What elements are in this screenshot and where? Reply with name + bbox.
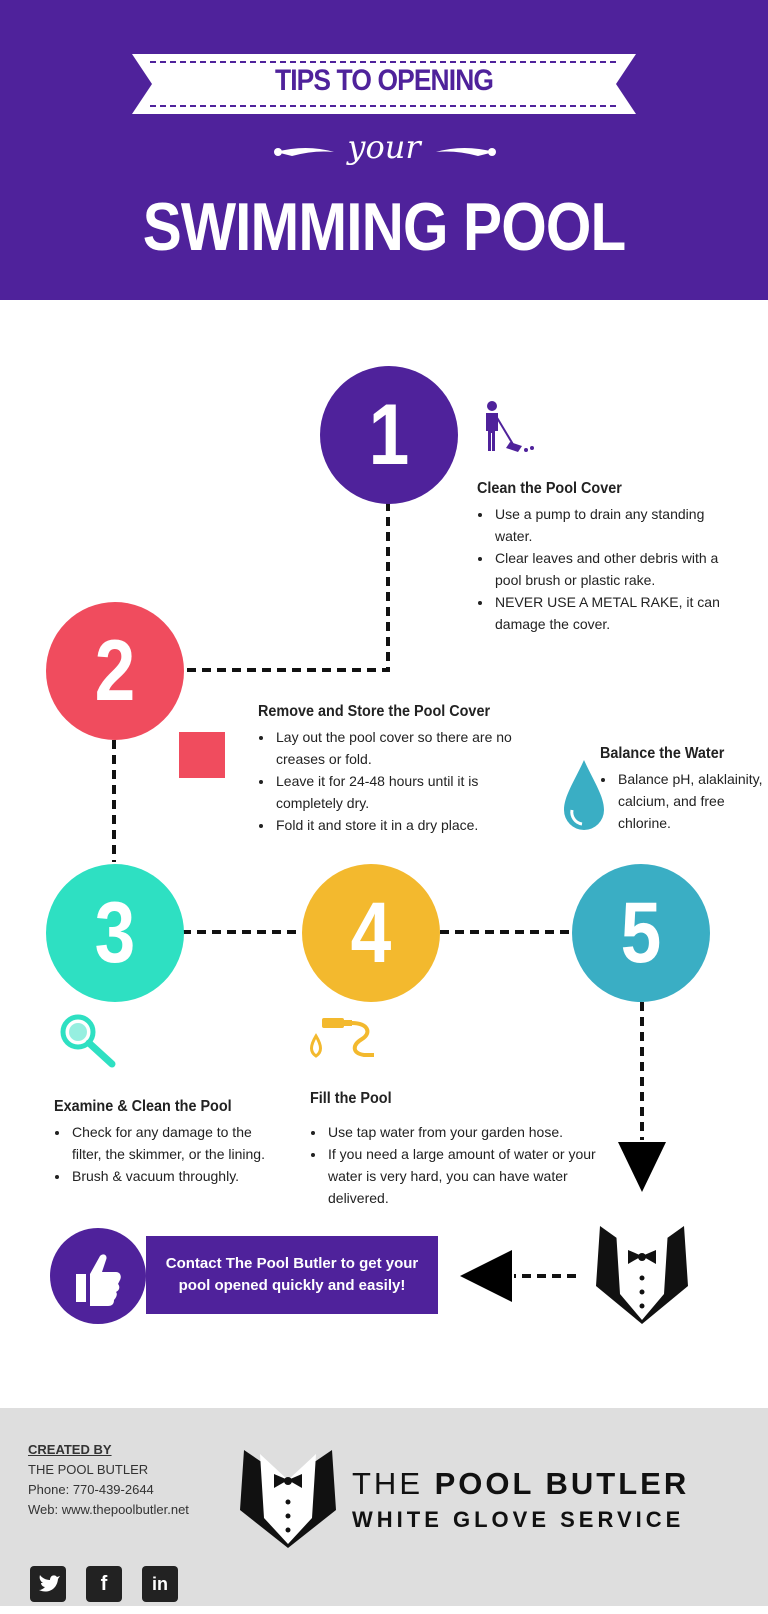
created-by: CREATED BY THE POOL BUTLER Phone: 770-43… xyxy=(28,1440,189,1520)
step-4-title: Fill the Pool xyxy=(310,1090,392,1107)
step-4-circle: 4 xyxy=(302,864,440,1002)
step-2-title: Remove and Store the Pool Cover xyxy=(258,703,491,720)
website-link[interactable]: Web: www.thepoolbutler.net xyxy=(28,1502,189,1517)
linkedin-icon[interactable]: in xyxy=(142,1566,178,1602)
brand-tuxedo-logo xyxy=(240,1450,336,1548)
brand-name-bold: POOL BUTLER xyxy=(434,1466,690,1501)
step-5-circle: 5 xyxy=(572,864,710,1002)
cta-box[interactable]: Contact The Pool Butler to get your pool… xyxy=(146,1236,438,1314)
step-1-bullets: Use a pump to drain any standing water. … xyxy=(477,503,743,635)
footer xyxy=(0,1408,768,1606)
brand-prefix: THE xyxy=(352,1466,435,1501)
step-5-bullet: Balance pH, alaklainity, calcium, and fr… xyxy=(616,768,766,834)
cta-text[interactable]: Contact The Pool Butler to get your pool… xyxy=(165,1255,419,1294)
step-5-title: Balance the Water xyxy=(600,745,725,762)
step-2-circle: 2 xyxy=(46,602,184,740)
header-banner xyxy=(0,0,768,300)
page-title: SWIMMING POOL xyxy=(142,189,626,265)
step-2-bullet: Fold it and store it in a dry place. xyxy=(274,814,544,836)
square-icon xyxy=(179,732,225,778)
step-3-circle: 3 xyxy=(46,864,184,1002)
magnifier-icon xyxy=(60,1014,116,1068)
step-1-bullet: Clear leaves and other debris with a poo… xyxy=(493,547,743,591)
step-1-bullet: Use a pump to drain any standing water. xyxy=(493,503,743,547)
step-2-bullets: Lay out the pool cover so there are no c… xyxy=(258,726,544,836)
ribbon-banner xyxy=(132,54,636,156)
thumbs-up-circle xyxy=(50,1228,146,1324)
created-by-label: CREATED BY xyxy=(28,1442,112,1457)
step-1-bullet: NEVER USE A METAL RAKE, it can damage th… xyxy=(493,591,743,635)
hose-icon xyxy=(310,1018,374,1058)
arrow-left-icon xyxy=(460,1250,512,1302)
step-2-bullet: Lay out the pool cover so there are no c… xyxy=(274,726,544,770)
step-3-bullets: Check for any damage to the filter, the … xyxy=(54,1121,280,1187)
step-3-title: Examine & Clean the Pool xyxy=(54,1098,232,1115)
company-name: THE POOL BUTLER xyxy=(28,1462,149,1477)
tuxedo-icon xyxy=(596,1226,688,1324)
step-3-bullet: Check for any damage to the filter, the … xyxy=(70,1121,280,1165)
brand-name: THE POOL BUTLER xyxy=(352,1466,689,1502)
facebook-icon[interactable]: f xyxy=(86,1566,122,1602)
header-subtitle: your xyxy=(347,128,421,166)
phone-number: Phone: 770-439-2644 xyxy=(28,1482,154,1497)
sweeping-person-icon xyxy=(486,401,534,452)
step-4-bullets: Use tap water from your garden hose. If … xyxy=(310,1121,616,1209)
brand-tagline: WHITE GLOVE SERVICE xyxy=(352,1507,685,1532)
step-4-bullet: If you need a large amount of water or y… xyxy=(326,1143,616,1209)
step-4-bullet: Use tap water from your garden hose. xyxy=(326,1121,616,1143)
ribbon-title: TIPS TO OPENING xyxy=(274,64,494,97)
step-2-bullet: Leave it for 24-48 hours until it is com… xyxy=(274,770,544,814)
step-connectors xyxy=(112,502,666,1302)
water-drop-icon xyxy=(564,760,604,830)
step-3-bullet: Brush & vacuum throughly. xyxy=(70,1165,280,1187)
twitter-icon[interactable] xyxy=(30,1566,66,1602)
thumbs-up-icon xyxy=(76,1254,121,1306)
step-1-title: Clean the Pool Cover xyxy=(477,480,622,497)
step-5-bullets: Balance pH, alaklainity, calcium, and fr… xyxy=(600,768,766,834)
step-1-circle: 1 xyxy=(320,366,458,504)
arrow-down-icon xyxy=(618,1142,666,1192)
